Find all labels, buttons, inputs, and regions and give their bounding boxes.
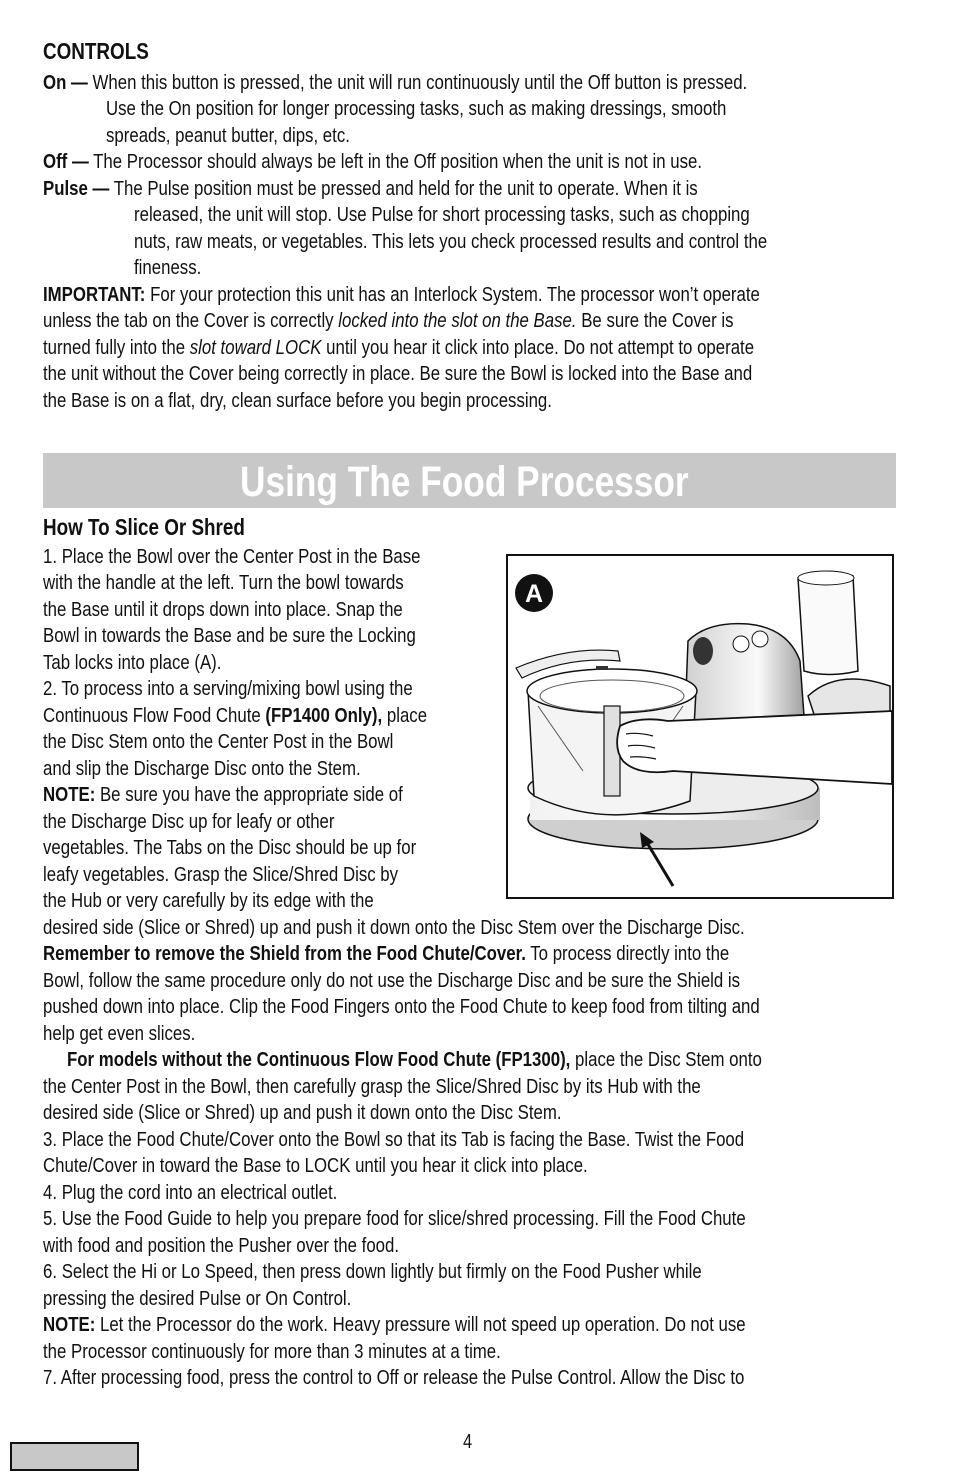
page-number: 4 [463,1431,473,1453]
step4-line-1: 4. Plug the cord into an electrical outl… [43,1181,338,1204]
step2-line-2: Continuous Flow Food Chute (FP1400 Only)… [43,704,428,727]
off-line-1: Off — The Processor should always be lef… [43,150,703,173]
section-subheading: How To Slice Or Shred [43,514,245,540]
on-line-1: On — When this button is pressed, the un… [43,71,748,94]
on-line-3: spreads, peanut butter, dips, etc. [106,124,350,147]
note1-line-6: desired side (Slice or Shred) up and pus… [43,916,745,939]
important-line-5: the Base is on a flat, dry, clean surfac… [43,389,552,412]
step3-line-1: 3. Place the Food Chute/Cover onto the B… [43,1128,745,1151]
step6-line-1: 6. Select the Hi or Lo Speed, then press… [43,1260,702,1283]
pulse-line-1: Pulse — The Pulse position must be press… [43,177,698,200]
remember-line-2: Bowl, follow the same procedure only do … [43,969,741,992]
note1-line-3: vegetables. The Tabs on the Disc should … [43,836,417,859]
note2-line-1: NOTE: Let the Processor do the work. Hea… [43,1313,746,1336]
pulse-line-2: released, the unit will stop. Use Pulse … [134,203,750,226]
remember-line-3: pushed down into place. Clip the Food Fi… [43,995,760,1018]
remember-line-1: Remember to remove the Shield from the F… [43,942,730,965]
off-label: Off — [43,150,89,173]
corner-box [10,1442,139,1471]
fp1300-line-1: For models without the Continuous Flow F… [67,1048,762,1071]
step2-line-3: the Disc Stem onto the Center Post in th… [43,730,394,753]
important-line-4: the unit without the Cover being correct… [43,362,753,385]
step2-line-4: and slip the Discharge Disc onto the Ste… [43,757,361,780]
section-title: Using The Food Processor [240,458,689,506]
figure-label: A [525,580,543,608]
on-label: On — [43,71,88,94]
pulse-line-3: nuts, raw meats, or vegetables. This let… [134,230,768,253]
step1-line-2: with the handle at the left. Turn the bo… [43,571,404,594]
step1-line-5: Tab locks into place (A). [43,651,222,674]
note1-line-2: the Discharge Disc up for leafy or other [43,810,335,833]
step5-line-2: with food and position the Pusher over t… [43,1234,400,1257]
pulse-line-4: fineness. [134,256,202,279]
important-line-3: turned fully into the slot toward LOCK u… [43,336,755,359]
step5-line-1: 5. Use the Food Guide to help you prepar… [43,1207,746,1230]
step1-line-1: 1. Place the Bowl over the Center Post i… [43,545,421,568]
step7-line-1: 7. After processing food, press the cont… [43,1366,745,1389]
food-processor-illustration: A [515,570,892,887]
important-label: IMPORTANT: [43,283,146,306]
note1-line-5: the Hub or very carefully by its edge wi… [43,889,374,912]
figure-label-badge [515,574,553,612]
fp1300-line-3: desired side (Slice or Shred) up and pus… [43,1101,562,1124]
important-line-2: unless the tab on the Cover is correctly… [43,309,734,332]
step2-line-1: 2. To process into a serving/mixing bowl… [43,677,413,700]
section-banner [43,453,896,508]
pulse-label: Pulse — [43,177,110,200]
note2-line-2: the Processor continuously for more than… [43,1340,501,1363]
step3-line-2: Chute/Cover in toward the Base to LOCK u… [43,1154,588,1177]
remember-line-4: help get even slices. [43,1022,196,1045]
fp1300-line-2: the Center Post in the Bowl, then carefu… [43,1075,701,1098]
step1-line-4: Bowl in towards the Base and be sure the… [43,624,416,647]
step1-line-3: the Base until it drops down into place.… [43,598,403,621]
controls-heading: CONTROLS [43,38,149,64]
figure-a: A [506,554,894,899]
important-line-1: IMPORTANT: For your protection this unit… [43,283,760,306]
note1-line-1: NOTE: Be sure you have the appropriate s… [43,783,403,806]
on-line-2: Use the On position for longer processin… [106,97,727,120]
note1-line-4: leafy vegetables. Grasp the Slice/Shred … [43,863,399,886]
step6-line-2: pressing the desired Pulse or On Control… [43,1287,352,1310]
